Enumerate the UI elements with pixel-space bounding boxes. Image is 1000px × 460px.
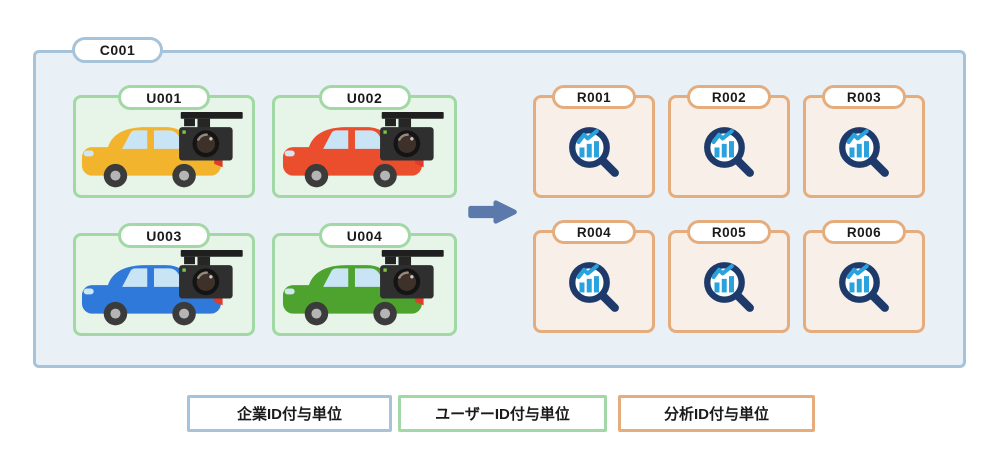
analysis-box-r001: R001 xyxy=(533,85,655,198)
user-id-tab: U002 xyxy=(318,85,411,110)
analysis-id-tab: R003 xyxy=(822,85,906,109)
user-id-tab: U003 xyxy=(118,223,210,248)
magnifier-chart-icon xyxy=(700,258,758,316)
magnifier-chart-icon xyxy=(835,123,893,181)
legend-label: 企業ID付与単位 xyxy=(236,406,342,423)
user-box-u003: U003 xyxy=(73,223,255,336)
analysis-box-r002: R002 xyxy=(668,85,790,198)
user-id-label: U004 xyxy=(346,227,383,244)
magnifier-chart-icon xyxy=(835,258,893,316)
legend-label: ユーザーID付与単位 xyxy=(435,406,570,423)
user-id-label: U003 xyxy=(146,227,182,244)
company-id-tab: C001 xyxy=(72,37,163,63)
analysis-id-label: R003 xyxy=(846,89,882,105)
company-id-label: C001 xyxy=(99,42,136,58)
legend-analysis-id-unit: 分析ID付与単位 xyxy=(618,395,815,432)
magnifier-chart-icon xyxy=(565,258,623,316)
analysis-id-tab: R001 xyxy=(552,85,636,109)
car-with-dashcam-icon xyxy=(80,250,248,327)
right-arrow-icon xyxy=(468,200,517,224)
user-id-tab: U004 xyxy=(318,223,411,248)
user-id-label: U002 xyxy=(346,89,383,106)
user-id-label: U001 xyxy=(146,89,182,106)
magnifier-chart-icon xyxy=(565,123,623,181)
car-with-dashcam-icon xyxy=(281,250,449,327)
legend-company-id-unit: 企業ID付与単位 xyxy=(187,395,392,432)
analysis-id-tab: R006 xyxy=(822,220,906,244)
legend-label: 分析ID付与単位 xyxy=(663,406,769,423)
car-with-dashcam-icon xyxy=(281,112,449,189)
analysis-id-label: R006 xyxy=(846,224,882,240)
analysis-id-tab: R004 xyxy=(552,220,636,244)
analysis-id-label: R001 xyxy=(576,89,612,105)
company-frame: U001 U002 U003 U004 xyxy=(33,50,966,368)
user-box-u004: U004 xyxy=(272,223,457,336)
analysis-id-label: R005 xyxy=(711,224,747,240)
user-box-u002: U002 xyxy=(272,85,457,198)
analysis-id-tab: R002 xyxy=(687,85,771,109)
legend-user-id-unit: ユーザーID付与単位 xyxy=(398,395,607,432)
analysis-id-label: R002 xyxy=(711,89,747,105)
analysis-id-tab: R005 xyxy=(687,220,771,244)
analysis-box-r005: R005 xyxy=(668,220,790,333)
car-with-dashcam-icon xyxy=(80,112,248,189)
magnifier-chart-icon xyxy=(700,123,758,181)
analysis-box-r004: R004 xyxy=(533,220,655,333)
user-id-tab: U001 xyxy=(118,85,210,110)
analysis-id-label: R004 xyxy=(576,224,612,240)
user-box-u001: U001 xyxy=(73,85,255,198)
analysis-box-r006: R006 xyxy=(803,220,925,333)
analysis-box-r003: R003 xyxy=(803,85,925,198)
